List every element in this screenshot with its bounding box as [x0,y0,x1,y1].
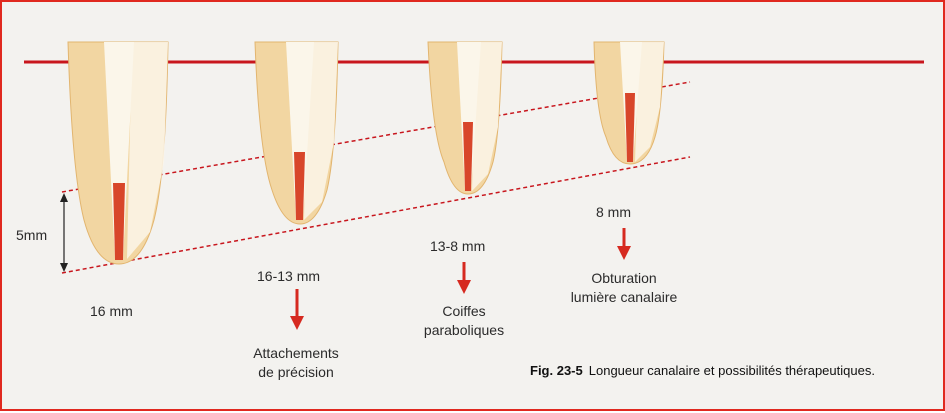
filling-start-guide [61,81,691,193]
canal-filling-3 [463,122,473,191]
arrow-down-icon [457,262,471,294]
arrow-down-icon [290,289,304,330]
length-label-4: 8 mm [596,204,631,220]
double-arrow-icon [60,193,68,272]
length-label-1: 16 mm [90,303,133,319]
tooth-root-4 [593,41,665,165]
dimension-label: 5mm [16,227,48,243]
canal-filling-1 [113,183,125,260]
length-label-3: 13-8 mm [430,238,486,254]
tooth-root-2 [254,41,339,225]
tooth-root-3 [427,41,503,195]
tooth-root-1 [67,41,169,265]
figure-number: Fig. 23-5 [530,363,583,378]
caption-text: Longueur canalaire et possibilités théra… [588,363,875,378]
canal-filling-4 [625,93,635,162]
length-label-2: 16-13 mm [257,268,321,284]
canal-filling-2 [294,152,305,220]
arrow-down-icon [617,228,631,260]
therapy-label-4: Obturation lumière canalaire [570,270,678,305]
therapy-label-2: Attachements de précision [253,345,339,380]
apex-guide [61,156,691,274]
figure-caption: Fig. 23-5 Longueur canalaire et possibili… [530,363,875,378]
therapy-label-3: Coiffes paraboliques [423,303,505,338]
